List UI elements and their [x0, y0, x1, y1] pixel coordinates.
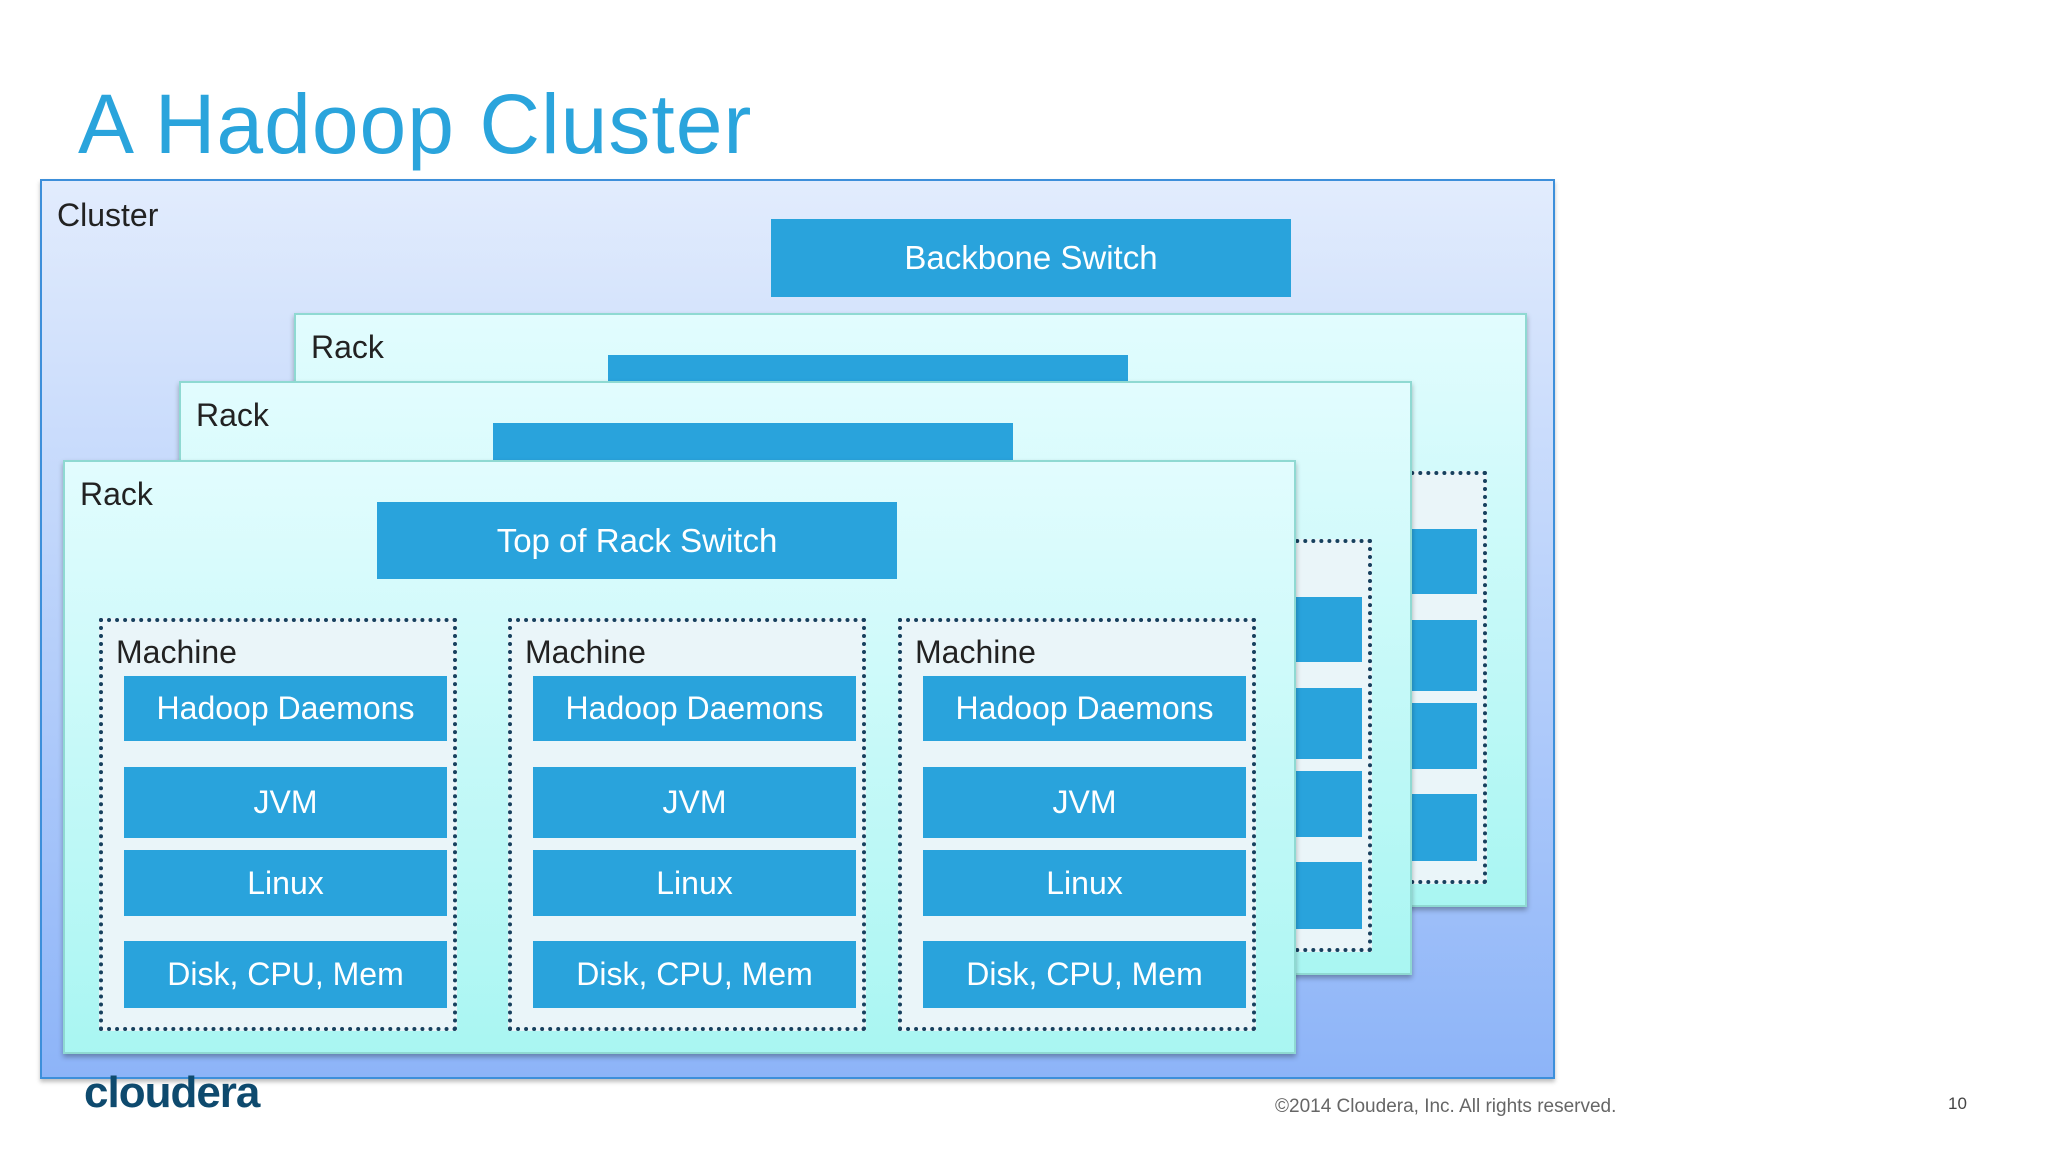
rack-label: Rack [80, 476, 153, 512]
page-title: A Hadoop Cluster [78, 77, 753, 171]
rack-label: Rack [311, 329, 384, 365]
machine-layer: JVM [533, 767, 856, 838]
machine-layer: JVM [124, 767, 447, 838]
copyright: ©2014 Cloudera, Inc. All rights reserved… [1275, 1096, 1617, 1117]
machine-layer: Linux [533, 850, 856, 916]
machine-layer: Linux [923, 850, 1246, 916]
rack-label: Rack [196, 397, 269, 433]
machine-layer: Hadoop Daemons [923, 676, 1246, 741]
page-number: 10 [1948, 1094, 1967, 1113]
machine-layer: Disk, CPU, Mem [923, 941, 1246, 1008]
machine-label: Machine [915, 634, 1036, 670]
machine-layer: Disk, CPU, Mem [533, 941, 856, 1008]
machine-layer: JVM [923, 767, 1246, 838]
backbone-switch: Backbone Switch [771, 219, 1291, 297]
cluster-label: Cluster [57, 197, 159, 233]
machine-layer: Linux [124, 850, 447, 916]
top-of-rack-switch: Top of Rack Switch [377, 502, 897, 579]
machine-label: Machine [116, 634, 237, 670]
machine-layer: Disk, CPU, Mem [124, 941, 447, 1008]
machine-layer: Hadoop Daemons [124, 676, 447, 741]
cloudera-logo: cloudera [84, 1068, 260, 1117]
machine-layer: Hadoop Daemons [533, 676, 856, 741]
machine-label: Machine [525, 634, 646, 670]
